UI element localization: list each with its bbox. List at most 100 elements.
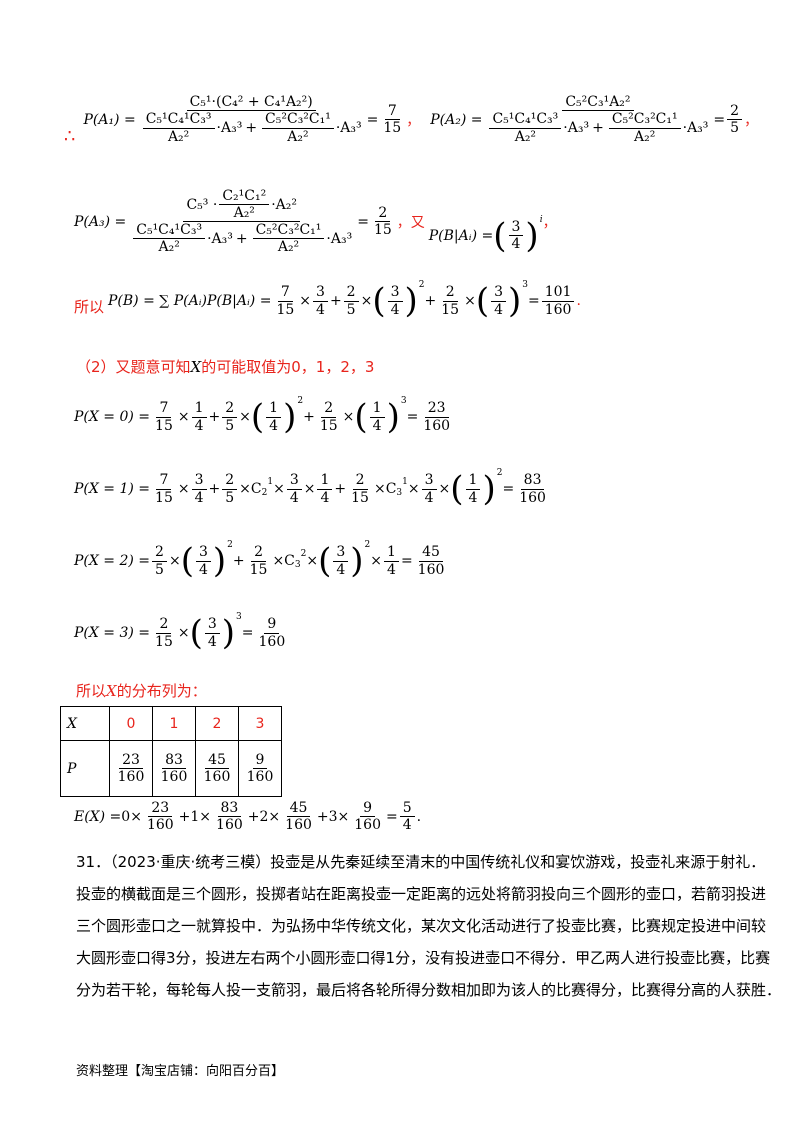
p-num-2: 45 <box>205 752 229 769</box>
p-a3-label: P(A₃) = <box>74 213 127 230</box>
p-den-1: 160 <box>160 769 188 785</box>
p-a2-numerator: C₅²C₃¹A₂² <box>562 94 634 112</box>
p-a3-num-a: C₅³ · <box>186 196 218 213</box>
expect-res-num: 5 <box>399 800 415 818</box>
p-a1-den-b-num: C₅²C₃²C₁¹ <box>262 111 334 129</box>
expect-lhs: E(X) = <box>74 808 122 825</box>
p-a2-den-b-den: A₂² <box>634 128 656 145</box>
p-a1-den-b-den: A₂² <box>287 128 309 145</box>
dist-heading-var: X <box>106 682 117 700</box>
expect-n2: 45 <box>286 800 311 818</box>
pb-t1b-num: 3 <box>313 284 328 302</box>
p-a2-den-a-num: C₅¹C₄¹C₃³ <box>489 111 562 129</box>
table-row-x: X 0 1 2 3 <box>60 706 282 741</box>
p-a3-value-den: 15 <box>373 222 392 239</box>
pb-t3-num: 2 <box>442 284 458 302</box>
expect-n3: 9 <box>360 800 376 818</box>
plus-sign-2: + <box>592 120 604 136</box>
x-value-1: 1 <box>152 706 196 741</box>
p-a1-fraction: C₅¹·(C₄² + C₄¹A₂²) C₅¹C₄¹C₃³ A₂² ·A₃³ + C… <box>138 94 365 145</box>
p-a1-value-den: 15 <box>383 120 402 136</box>
pb-t2-den: 5 <box>346 301 356 318</box>
p-a3-num-b-den: A₂² <box>233 205 255 222</box>
p-den-0: 160 <box>117 769 145 785</box>
p-a3-num-b-num: C₂¹C₁² <box>219 188 270 206</box>
expect-t2: +2× <box>247 808 281 825</box>
pb-t2-num: 2 <box>343 284 359 302</box>
dist-heading-b: 的分布列为： <box>116 682 207 700</box>
problem-line-1: 31．（2023·重庆·统考三模）投壶是从先秦延续至清末的中国传统礼仪和宴饮游戏… <box>76 846 776 878</box>
p-b-expression: P(B) = ∑ P(Aᵢ)P(B|Aᵢ) = <box>108 293 272 309</box>
p-a1-den-a-num: C₅¹C₄¹C₃³ <box>142 111 215 129</box>
problem-number: 31． <box>76 853 111 871</box>
p-den-3: 160 <box>246 769 274 785</box>
pb-t3b-den: 4 <box>494 301 503 318</box>
expect-n0: 23 <box>148 800 173 818</box>
px0-num: 23 <box>424 400 449 418</box>
px2-den: 160 <box>417 561 445 578</box>
expect-d2: 160 <box>285 817 312 834</box>
p-a3-num-c: ·A₂² <box>271 196 297 213</box>
x-value-0: 0 <box>109 706 153 741</box>
dist-heading-a: 所以 <box>76 682 107 700</box>
p-a3-value-num: 2 <box>375 205 391 223</box>
pb-t1b-den: 4 <box>316 301 325 318</box>
px2-num: 45 <box>419 544 443 562</box>
p-a3-den-a-den: A₂² <box>158 239 180 256</box>
pb-t2b-num: 3 <box>387 284 403 302</box>
frac-3-num: 3 <box>508 219 524 237</box>
px1-lhs: P(X = 1) = <box>74 481 151 497</box>
problem-line-3: 三个圆形壶口之一就算投中．为弘扬中华传统文化，某次文化活动进行了投壶比赛，比赛规… <box>76 917 767 935</box>
expect-n1: 83 <box>217 800 242 818</box>
comma-3: ， <box>542 214 557 231</box>
px1-den: 160 <box>519 489 546 506</box>
p-a1-numerator: C₅¹·(C₄² + C₄¹A₂²) <box>186 94 316 112</box>
a33-term: ·A₃³ <box>216 120 243 136</box>
plus-sign-3: + <box>235 230 248 247</box>
you-text: ，又 <box>396 214 425 231</box>
row-p-label: P <box>60 740 110 797</box>
comma-2: ， <box>744 112 759 129</box>
px3-num: 9 <box>264 616 280 634</box>
plus-sign: + <box>245 120 258 136</box>
px1-num: 83 <box>520 472 545 490</box>
expect-t0: 0× <box>121 808 142 825</box>
exponent-i: i <box>539 214 543 225</box>
p-b-given-a-label: P(B|Aᵢ) = <box>428 227 494 244</box>
part2-text-b: 的可能取值为0，1，2，3 <box>201 358 375 376</box>
pb-t2b-den: 4 <box>390 301 400 318</box>
problem-line1-text: （2023·重庆·统考三模）投壶是从先秦延续至清末的中国传统礼仪和宴饮游戏，投壶… <box>110 853 766 871</box>
frac-4-den: 4 <box>511 236 521 253</box>
therefore-symbol: ∴ <box>64 126 76 147</box>
a33-term-3: ·A₃³ <box>563 120 590 136</box>
suoyi-text: 所以 <box>74 297 105 316</box>
px2-lhs: P(X = 2) = <box>74 553 151 569</box>
pb-t3-den: 15 <box>441 301 460 318</box>
x-value-2: 2 <box>195 706 239 741</box>
p-a2-label: P(A₂) = <box>430 111 483 128</box>
expect-d0: 160 <box>146 817 174 834</box>
px3-lhs: P(X = 3) = <box>74 625 151 641</box>
part2-heading: （2）又题意可知X的可能取值为0，1，2，3 <box>76 356 374 377</box>
problem-line-4: 大圆形壶口得3分，投进左右两个小圆形壶口得1分，没有投进壶口不得分．甲乙两人进行… <box>76 949 771 967</box>
a33-term-5: ·A₃³ <box>207 230 233 247</box>
problem-line-5: 分为若干轮，每轮每人投一支箭羽，最后将各轮所得分数相加即为该人的比赛得分，比赛得… <box>76 981 782 999</box>
p-a3-den-a-num: C₅¹C₄¹C₃³ <box>133 222 206 240</box>
pb-t3b-num: 3 <box>491 284 506 302</box>
